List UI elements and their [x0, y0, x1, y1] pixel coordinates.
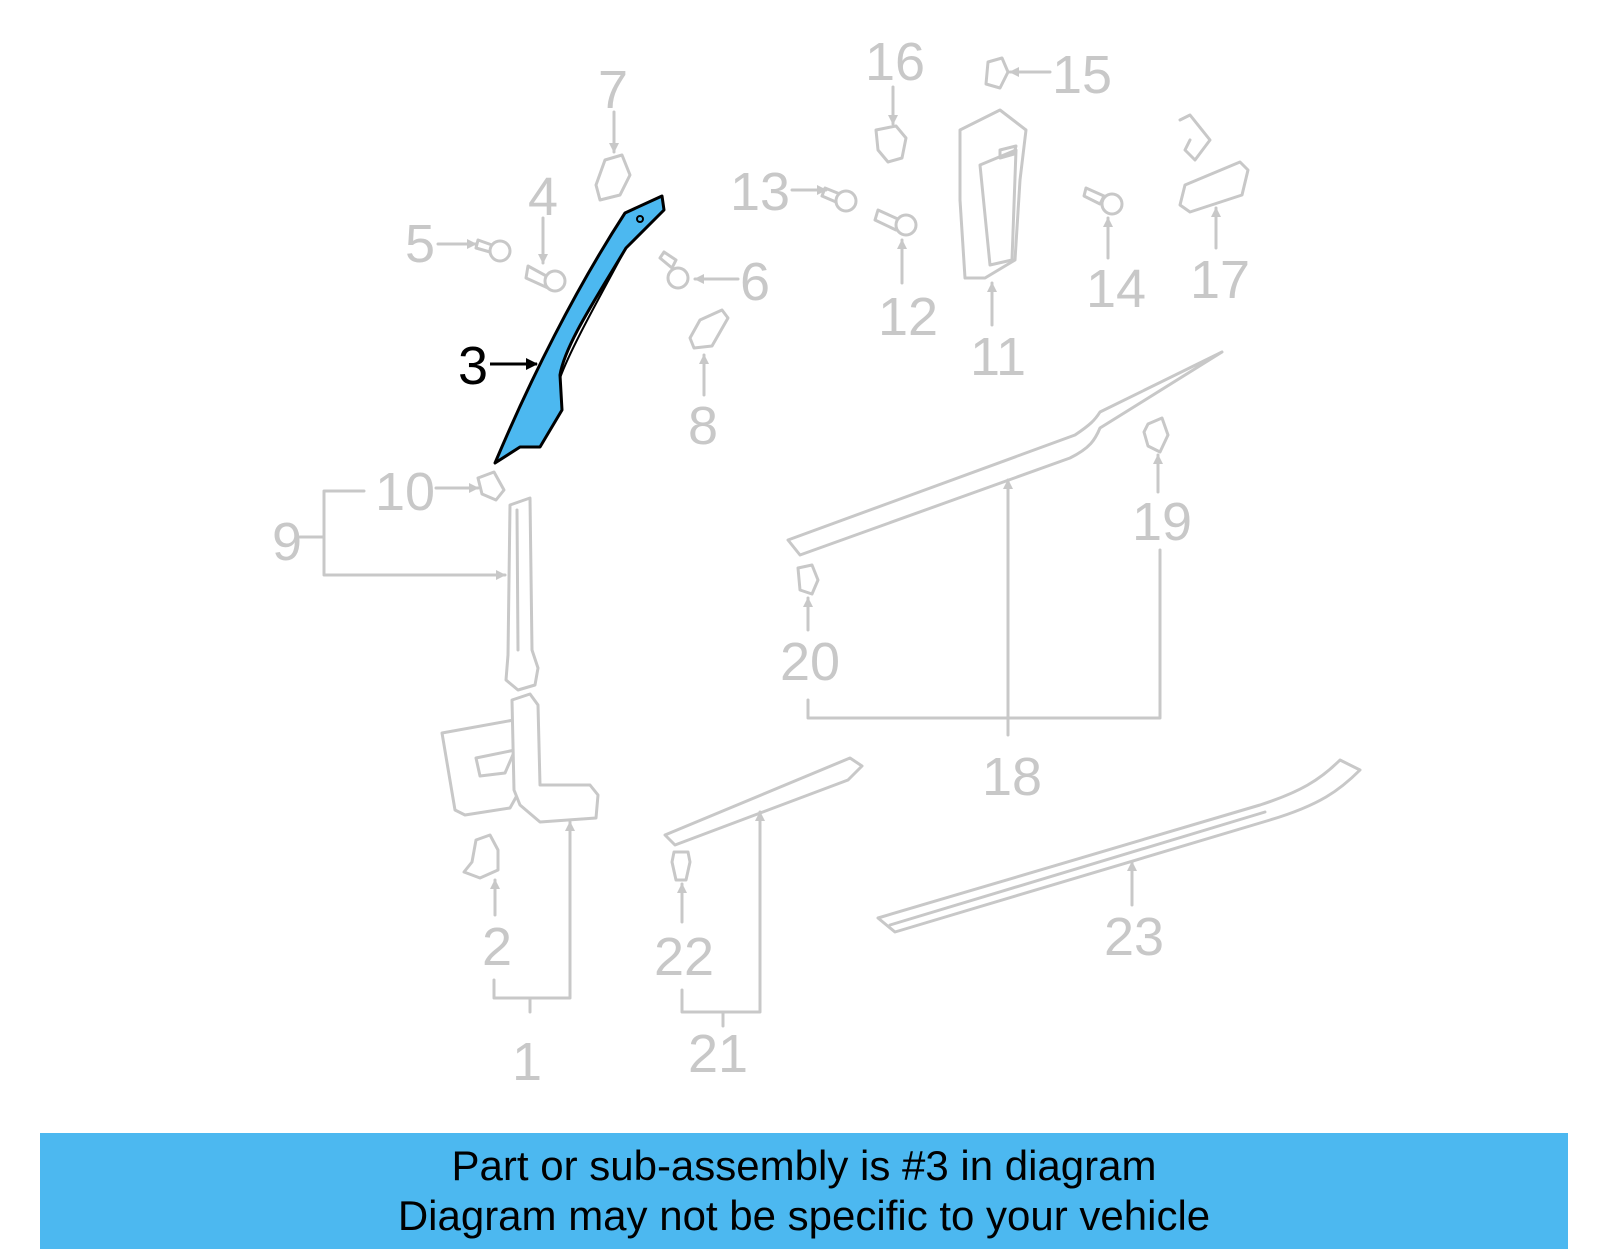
part-18-sill-trim[interactable] [786, 350, 1224, 557]
part-5-screw[interactable] [474, 238, 512, 263]
callout-23[interactable]: 23 [1104, 907, 1164, 967]
part-2-clip[interactable] [462, 833, 500, 880]
callout-14[interactable]: 14 [1086, 259, 1146, 319]
banner-line-1: Part or sub-assembly is #3 in diagram [451, 1142, 1157, 1189]
part-12-bolt[interactable] [873, 208, 918, 237]
callout-4[interactable]: 4 [528, 167, 558, 227]
callout-8[interactable]: 8 [688, 396, 718, 456]
part-23-sill-molding[interactable] [876, 758, 1362, 934]
callout-16[interactable]: 16 [865, 32, 925, 92]
parts-diagram: 3 7 4 5 6 8 10 9 [272, 32, 1362, 1092]
callout-11[interactable]: 11 [970, 327, 1026, 387]
callout-7[interactable]: 7 [598, 60, 628, 120]
callout-1[interactable]: 1 [512, 1032, 542, 1092]
part-21-scuff-plate[interactable] [663, 756, 864, 847]
callout-15[interactable]: 15 [1052, 45, 1112, 105]
callout-17[interactable]: 17 [1190, 250, 1250, 310]
part-6-screw[interactable] [658, 250, 690, 290]
part-8-clip[interactable] [688, 308, 730, 350]
part-17-cover[interactable] [1178, 113, 1250, 214]
banner-line-2: Diagram may not be specific to your vehi… [397, 1192, 1211, 1239]
callout-21[interactable]: 21 [688, 1024, 748, 1084]
part-16-clip[interactable] [874, 124, 908, 164]
part-7-bracket[interactable] [594, 153, 632, 202]
callout-9[interactable]: 9 [272, 512, 302, 572]
callout-19[interactable]: 19 [1132, 492, 1192, 552]
part-22-clip[interactable] [670, 850, 692, 882]
part-11-b-pillar-upper[interactable] [958, 108, 1028, 280]
callout-18[interactable]: 18 [982, 747, 1042, 807]
callout-6[interactable]: 6 [740, 252, 770, 312]
part-3-a-pillar-trim[interactable] [493, 194, 666, 465]
callout-12[interactable]: 12 [878, 287, 938, 347]
callout-22[interactable]: 22 [654, 927, 714, 987]
part-9-b-pillar-trim[interactable] [504, 496, 540, 692]
part-13-screw[interactable] [820, 186, 858, 213]
callout-10[interactable]: 10 [375, 462, 435, 522]
part-1-kick-panel[interactable] [440, 692, 600, 824]
part-20-clip[interactable] [796, 563, 820, 596]
callout-3[interactable]: 3 [458, 336, 488, 396]
callout-13[interactable]: 13 [730, 162, 790, 222]
callout-2[interactable]: 2 [482, 917, 512, 977]
callout-20[interactable]: 20 [780, 632, 840, 692]
part-15-clip[interactable] [984, 56, 1010, 90]
callout-5[interactable]: 5 [405, 214, 435, 274]
info-banner: Part or sub-assembly is #3 in diagram Di… [40, 1133, 1568, 1249]
part-4-bolt[interactable] [524, 264, 567, 293]
part-10-clip[interactable] [476, 470, 506, 502]
part-14-screw[interactable] [1082, 186, 1124, 216]
part-19-clip[interactable] [1142, 416, 1170, 454]
